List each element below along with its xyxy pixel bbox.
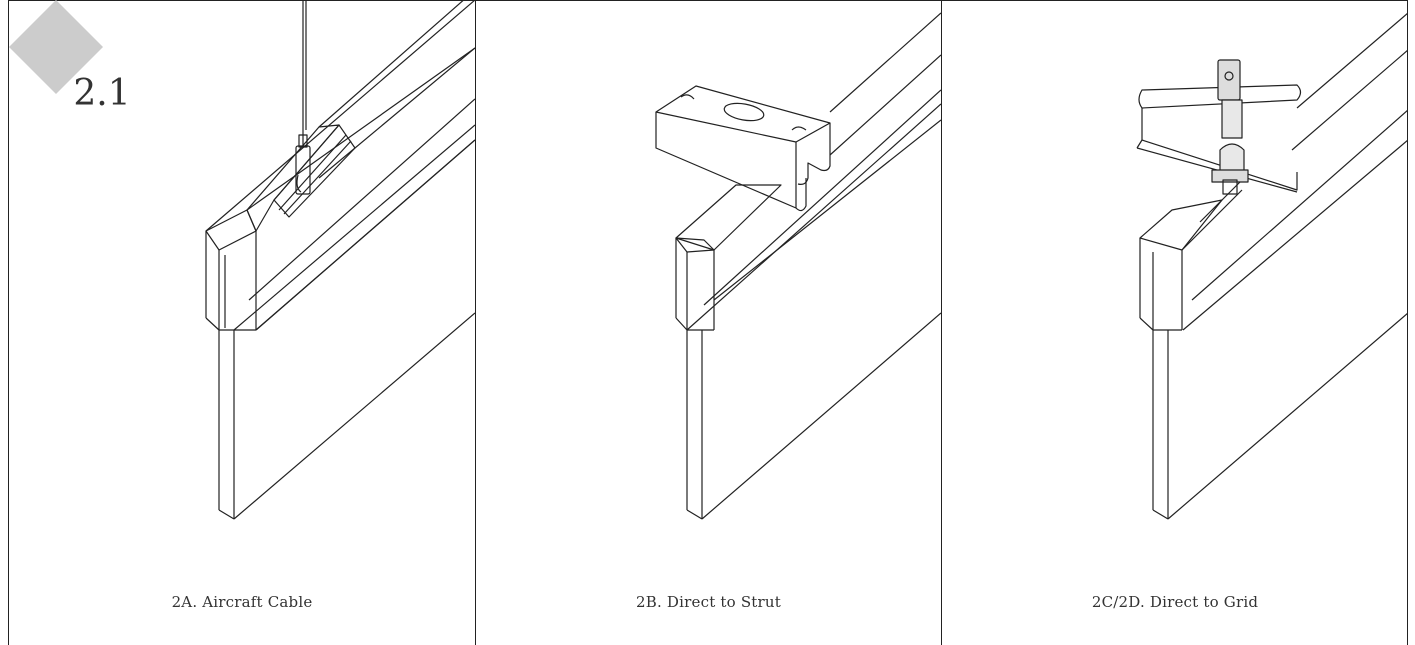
panel-caption: 2C/2D. Direct to Grid bbox=[1091, 593, 1259, 611]
direct-to-grid-illustration bbox=[1136, 12, 1408, 520]
panel-aircraft-cable: 2.1 2A. Aircraft Cable bbox=[9, 0, 475, 645]
panel-divider bbox=[475, 0, 476, 645]
step-badge-diamond bbox=[9, 0, 103, 94]
panel-divider bbox=[941, 0, 942, 645]
aircraft-cable-illustration bbox=[205, 0, 475, 520]
step-number: 2.1 bbox=[73, 73, 131, 114]
panel-direct-to-strut: 2B. Direct to Strut bbox=[476, 0, 941, 645]
panel-caption: 2A. Aircraft Cable bbox=[171, 593, 313, 611]
direct-to-strut-illustration bbox=[655, 12, 941, 520]
panel-caption: 2B. Direct to Strut bbox=[636, 593, 781, 611]
figure-frame bbox=[8, 0, 1408, 645]
panel-direct-to-grid: 2C/2D. Direct to Grid bbox=[942, 0, 1408, 645]
